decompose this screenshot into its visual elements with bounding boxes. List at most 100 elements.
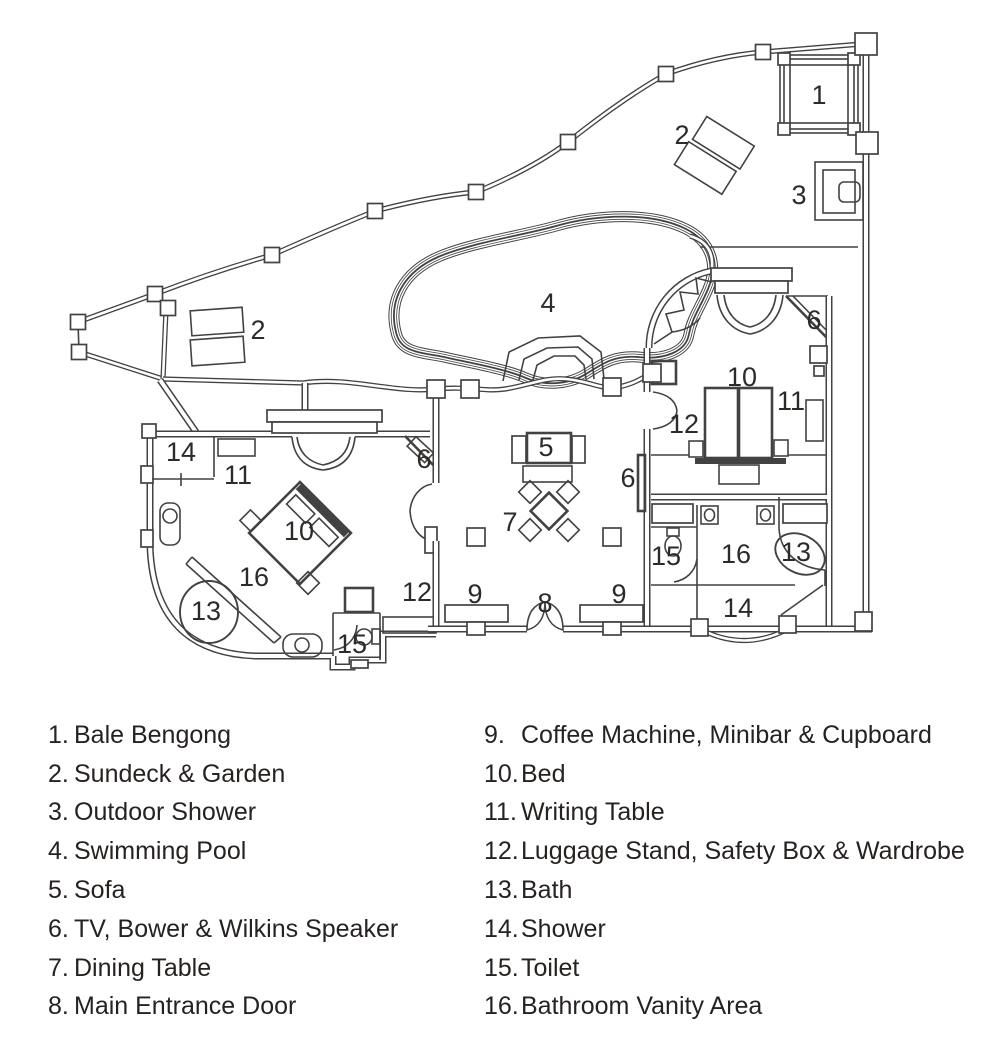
legend-item-label: Sofa [74,876,126,905]
legend-item: 4.Swimming Pool [48,832,478,871]
legend-item-number: 7. [48,953,69,982]
tv-corner-right [785,295,829,340]
terrace-step [266,409,383,423]
toilet-door-arc [333,624,358,651]
bed-left [247,480,353,586]
palm-decoration [653,276,713,345]
dining-chair [555,479,581,505]
plan-label-tv-living: 6 [620,463,635,493]
garden-sun-loungers [673,115,756,196]
toilet-room-wall-right [651,505,698,586]
legend-item-number: 8. [48,992,69,1021]
toilet-bowl [664,535,682,557]
legend-item-number: 15. [484,953,519,982]
dining-chair [517,517,543,543]
legend-item-number: 1. [48,720,69,749]
legend-item-number: 10. [484,759,519,788]
shower-room-wall [152,436,215,486]
legend-item: 6.TV, Bower & Wilkins Speaker [48,910,478,949]
entrance-step [714,280,789,294]
tv-left [406,435,435,464]
legend-item-number: 16. [484,992,519,1021]
bale-post [777,52,791,66]
shower-partition [780,570,826,616]
plan-label-bale-bengong: 1 [811,80,826,110]
bale-post [847,52,861,66]
sofa [525,431,573,465]
legend-item: 16.Bathroom Vanity Area [484,988,984,1027]
plan-label-writing-table-left: 11 [224,460,252,490]
plan-label-vanity-right: 16 [721,539,751,569]
legend-item-label: Dining Table [74,953,212,982]
bale-bengong [777,52,861,136]
legend-item-number: 9. [484,720,505,749]
tv-living [636,453,647,513]
legend-item-number: 5. [48,876,69,905]
plan-label-dining-table: 7 [502,507,517,537]
legend-item: 9.Coffee Machine, Minibar & Cupboard [484,716,984,755]
plan-label-vanity-left: 16 [239,562,269,592]
legend-item-label: Bath [521,876,573,905]
toilet-bowl [355,628,373,646]
nightstand [238,508,263,533]
legend-item-label: Writing Table [521,798,665,827]
side-table [571,435,586,464]
plan-label-outdoor-shower: 3 [791,180,806,210]
legend-item-label: Swimming Pool [74,837,247,866]
legend-item: 1.Bale Bengong [48,716,478,755]
plan-label-bed-right: 10 [727,362,757,392]
bale-post [777,122,791,136]
plan-label-main-entrance: 8 [537,588,552,618]
plan-label-toilet-right: 15 [651,541,681,571]
legend-item-number: 14. [484,914,519,943]
legend-item-label: Sundeck & Garden [74,759,286,788]
legend-item: 5.Sofa [48,871,478,910]
bedroom-side-door-arcs [652,391,678,430]
plan-label-luggage-right: 12 [669,409,699,439]
toilet-tank [371,628,381,645]
wall-sink-fixture [159,502,181,546]
legend-item-number: 11. [484,798,517,827]
wardrobe-right [651,503,694,524]
legend-item-number: 6. [48,914,69,943]
toilet-door-arc [673,558,698,583]
pilaster [141,423,157,439]
vanity-sink [295,570,321,596]
legend-item-label: TV, Bower & Wilkins Speaker [74,914,399,943]
sundeck-loungers [189,306,246,367]
terrace-step [271,421,378,434]
plan-label-tv-left: 6 [416,444,431,474]
legend-item: 15.Toilet [484,949,984,988]
legend-item-label: Shower [521,914,606,943]
plan-label-toilet-left: 15 [337,629,367,659]
coffee-table [522,465,573,483]
legend-item-number: 3. [48,798,69,827]
legend-item-number: 12. [484,837,519,866]
bath-tub-right [774,532,826,576]
legend-item-label: Toilet [521,953,580,982]
bedroom-door-leaves [716,294,784,335]
plan-label-minibar-left: 9 [467,579,482,609]
legend-item-label: Luggage Stand, Safety Box & Wardrobe [521,837,965,866]
plan-label-bath-left: 13 [191,596,221,626]
legend-item-label: Bale Bengong [74,720,232,749]
legend-column-left: 1.Bale Bengong 2.Sundeck & Garden 3.Outd… [48,716,478,1026]
legend-item: 7.Dining Table [48,949,478,988]
legend-item: 3.Outdoor Shower [48,794,478,833]
headboard [695,458,786,464]
outdoor-shower [814,161,864,221]
floor-plan-svg: 1 2 3 4 2 14 11 6 10 16 13 15 12 5 7 6 9… [69,32,879,671]
dining-chair [517,479,543,505]
floor-plan: 1 2 3 4 2 14 11 6 10 16 13 15 12 5 7 6 9… [69,32,879,671]
tv-corner-left [404,435,437,469]
left-villa-walls [140,409,436,671]
legend: 1.Bale Bengong 2.Sundeck & Garden 3.Outd… [0,716,1000,1046]
dining-table [528,490,570,532]
legend-item: 2.Sundeck & Garden [48,755,478,794]
nightstand [688,440,704,458]
writing-table-cabinet [217,438,256,457]
pilaster [140,465,154,484]
side-table [511,435,527,464]
fence-posts [69,32,879,399]
